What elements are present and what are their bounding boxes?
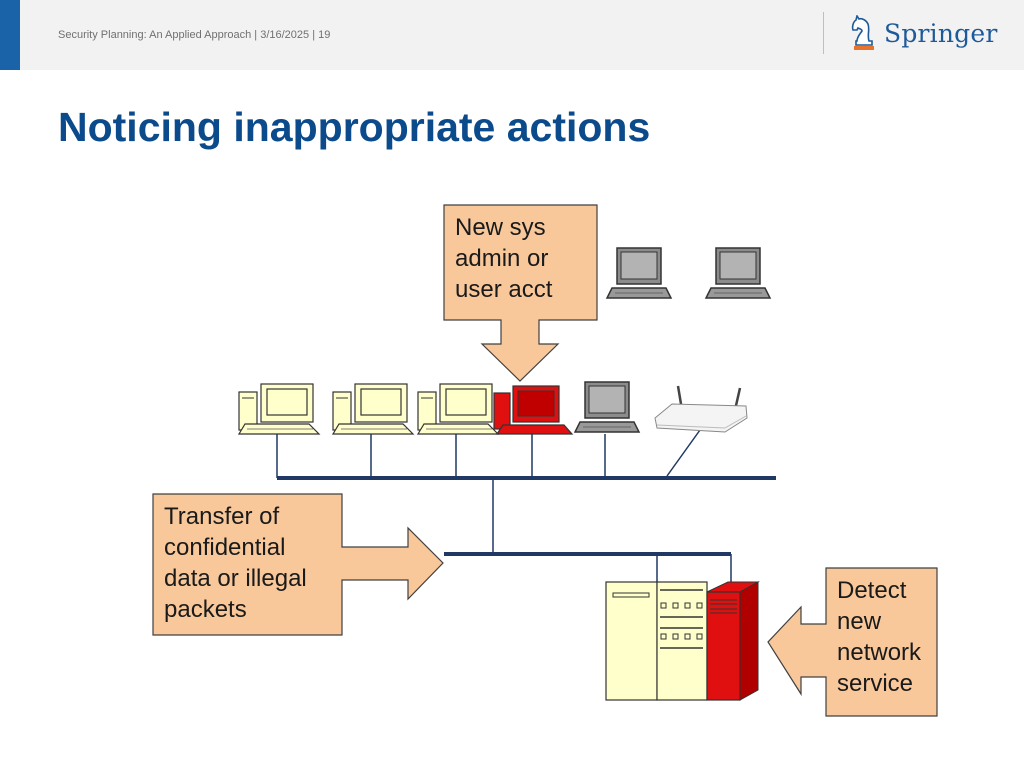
server-rack-icon — [605, 581, 760, 701]
header-divider — [823, 12, 824, 54]
callout-line: Detect — [837, 577, 907, 604]
desktop-pc-icon — [332, 383, 414, 435]
desktop-pc-icon — [417, 383, 499, 435]
callout-line: data or illegal — [164, 565, 307, 592]
slide-header: Security Planning: An Applied Approach |… — [0, 0, 1024, 70]
springer-logo: Springer — [850, 12, 998, 54]
callout-line: New sys — [455, 214, 546, 241]
link-line — [666, 429, 701, 477]
callout-sysadmin — [443, 204, 598, 382]
compromised-pc-icon — [493, 385, 574, 435]
laptop-icon — [574, 381, 640, 433]
logo-text: Springer — [884, 18, 998, 48]
callout-line: user acct — [455, 276, 553, 303]
wireless-router-icon — [654, 385, 748, 433]
callout-sysadmin-text: New sys admin or user acct — [455, 214, 555, 303]
laptop-icon — [705, 247, 771, 299]
callout-transfer-text: Transfer of confidential data or illegal… — [164, 503, 313, 623]
desktop-pc-icon — [238, 383, 320, 435]
callout-detect-text: Detect new network service — [837, 577, 928, 697]
callout-line: service — [837, 670, 913, 697]
callout-transfer — [152, 493, 444, 636]
laptop-icon — [606, 247, 672, 299]
header-accent-bar — [0, 0, 20, 70]
callout-line: admin or — [455, 245, 548, 272]
callout-line: new — [837, 608, 882, 635]
chess-knight-icon — [851, 15, 874, 50]
slide-footer-info: Security Planning: An Applied Approach |… — [58, 29, 331, 41]
callout-line: packets — [164, 596, 247, 623]
callout-line: Transfer of — [164, 503, 279, 530]
callout-line: network — [837, 639, 922, 666]
callout-detect — [767, 567, 938, 717]
page-title: Noticing inappropriate actions — [58, 104, 651, 150]
callout-line: confidential — [164, 534, 285, 561]
